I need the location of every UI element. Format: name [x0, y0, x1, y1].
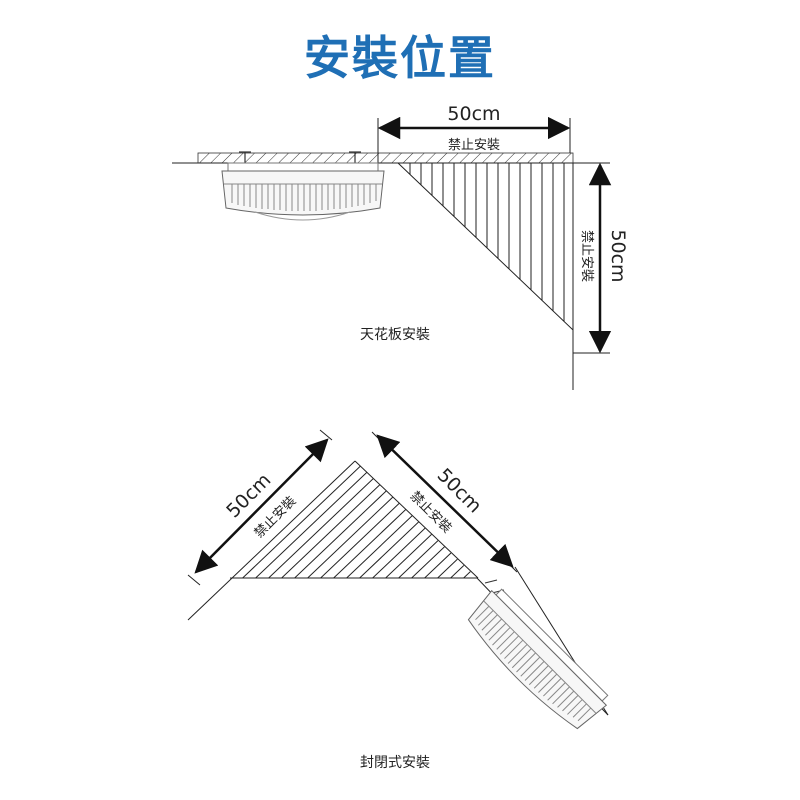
- ceiling-installation-diagram: 50cm 禁止安裝 50cm 禁止安裝: [172, 103, 629, 390]
- distance-label-vertical: 50cm: [607, 229, 629, 282]
- smoke-detector-icon: [467, 588, 609, 730]
- distance-label-right: 50cm: [433, 464, 486, 517]
- page-title: 安裝位置: [304, 31, 496, 85]
- forbidden-label-vertical: 禁止安裝: [579, 230, 594, 282]
- forbidden-zone: [396, 162, 574, 332]
- corner-installation-diagram: 50cm 禁止安裝 50cm 禁止安裝: [187, 429, 609, 730]
- dimension-arrow-left: [194, 438, 329, 574]
- distance-label-horizontal: 50cm: [447, 103, 500, 125]
- forbidden-label-horizontal: 禁止安裝: [448, 138, 500, 153]
- corner-installation-caption: 封閉式安裝: [360, 755, 430, 771]
- forbidden-zone-hatch: [230, 461, 477, 578]
- forbidden-zone-hatch: [409, 163, 565, 330]
- forbidden-label-right: 禁止安裝: [407, 489, 454, 536]
- smoke-detector-icon: [221, 162, 385, 221]
- ceiling-installation-caption: 天花板安裝: [360, 327, 430, 343]
- ceiling-slab: [197, 152, 574, 164]
- dimension-arrow-right: [376, 434, 514, 568]
